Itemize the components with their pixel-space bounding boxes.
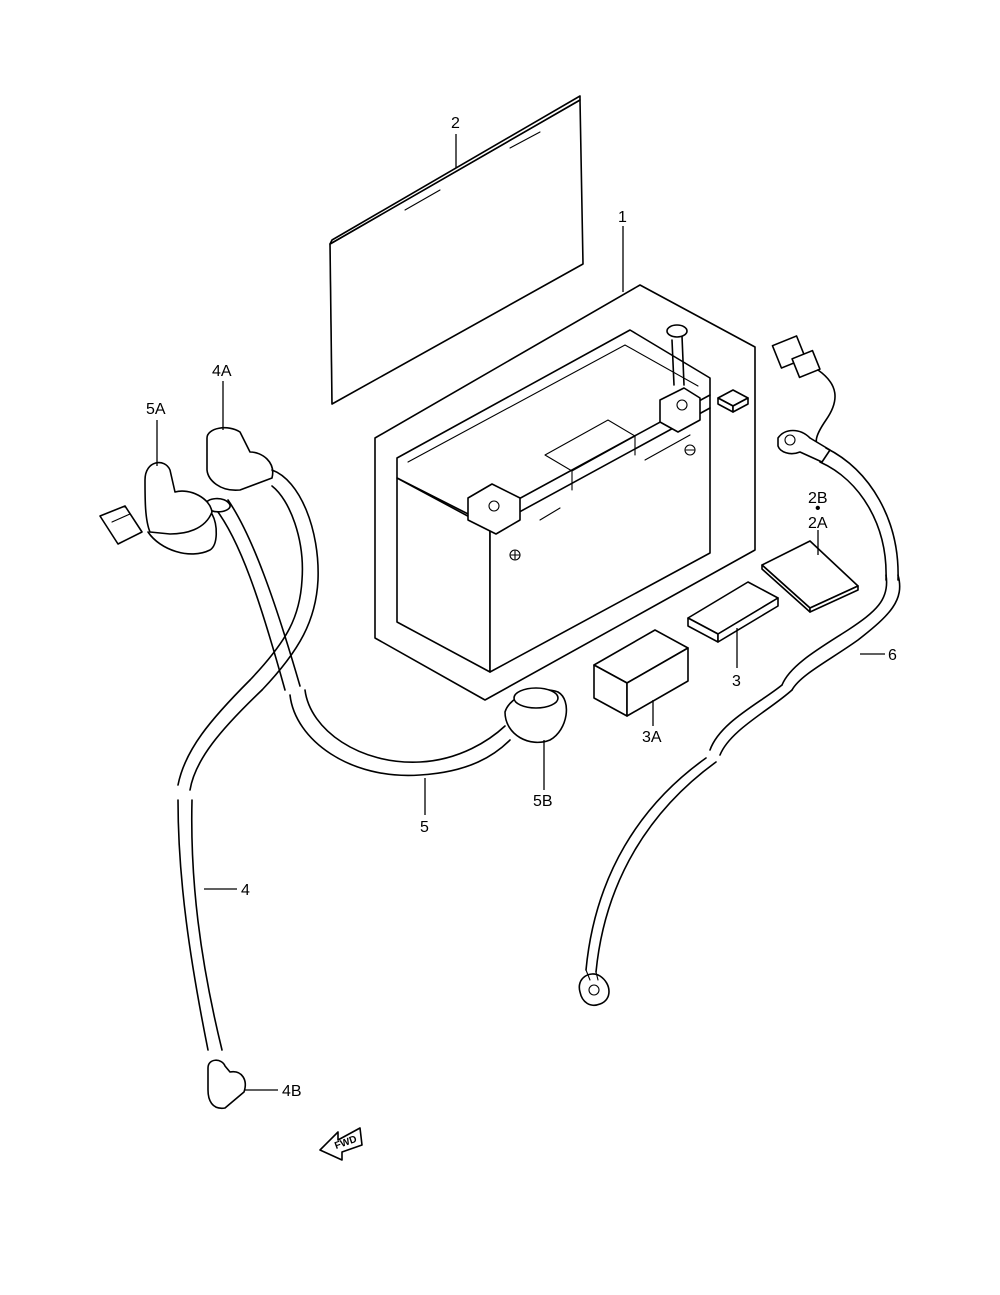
label-plate[interactable]	[761, 540, 859, 613]
battery[interactable]	[396, 324, 749, 673]
label-2: 2	[451, 115, 460, 132]
label-3A: 3A	[642, 729, 662, 746]
positive-cable-5[interactable]	[204, 497, 568, 777]
label-5B: 5B	[533, 793, 553, 810]
ground-cable-6[interactable]	[578, 335, 901, 1007]
svg-text:•: •	[815, 500, 821, 517]
label-5A: 5A	[146, 401, 166, 418]
pad-3[interactable]	[687, 581, 779, 643]
part-labels: 2 1 4A 5A 2B • 2A 6 3 3A 5 5B 4 4B	[146, 115, 897, 1100]
label-5: 5	[420, 819, 429, 836]
terminal-cap-5A[interactable]	[99, 461, 218, 555]
label-4B: 4B	[282, 1083, 302, 1100]
label-3: 3	[732, 673, 741, 690]
label-1: 1	[618, 209, 627, 226]
forward-arrow-icon: FWD	[319, 1127, 363, 1161]
pad-3A[interactable]	[593, 629, 689, 717]
label-2B: 2B	[808, 490, 828, 507]
leader-lines	[156, 134, 885, 1091]
negative-cable-4[interactable]	[177, 426, 319, 1110]
label-4: 4	[241, 882, 250, 899]
battery-cover-plate[interactable]	[329, 95, 584, 405]
label-4A: 4A	[212, 363, 232, 380]
label-6: 6	[888, 647, 897, 664]
battery-group-frame	[374, 284, 756, 701]
label-2A: 2A	[808, 515, 828, 532]
